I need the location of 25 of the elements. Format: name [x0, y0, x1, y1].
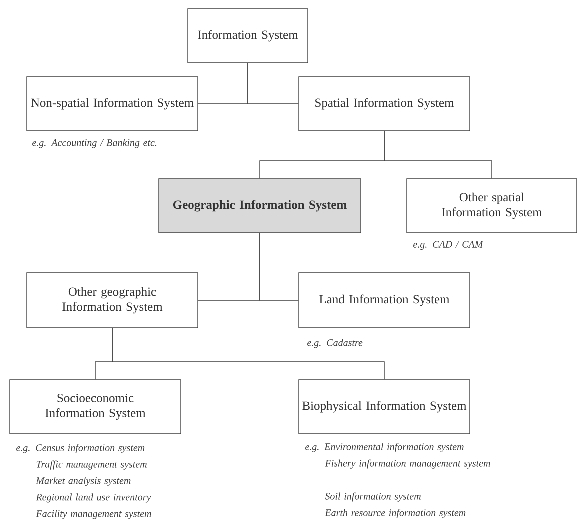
- example-text: Fishery information management system: [325, 460, 490, 469]
- example-text: e.g. Cadastre: [308, 339, 363, 348]
- system-box: Non-spatial Information System: [26, 76, 198, 132]
- connector-line: [260, 233, 299, 301]
- example-text: e.g. CAD / CAM: [414, 241, 484, 250]
- connector-line: [112, 328, 385, 380]
- example-text: Soil information system: [325, 492, 421, 502]
- example-text: e.g. Census information system: [16, 444, 145, 454]
- system-box: Socioeconomic Information System: [10, 380, 182, 434]
- example-text: Traffic management system: [36, 460, 147, 470]
- system-box: Biophysical Information System: [298, 380, 470, 434]
- example-text: Earth resource information system: [325, 509, 466, 518]
- example-text: Facility management system: [36, 510, 152, 520]
- example-text: Regional land use inventory: [36, 494, 152, 503]
- system-box: Land Information System: [298, 272, 470, 328]
- example-text: e.g. Environmental information system: [306, 443, 464, 452]
- system-box: Information System: [188, 8, 308, 64]
- system-box: Spatial Information System: [298, 76, 470, 132]
- connector-line: [248, 63, 299, 104]
- connector-line: [384, 131, 492, 179]
- system-box: Other geographic Information System: [26, 272, 198, 328]
- example-text: e.g. Accounting / Banking etc.: [32, 139, 157, 148]
- highlighted-box: Geographic Information System: [158, 178, 362, 234]
- example-text: Market analysis system: [36, 477, 131, 486]
- system-box: Other spatial Information System: [406, 178, 578, 234]
